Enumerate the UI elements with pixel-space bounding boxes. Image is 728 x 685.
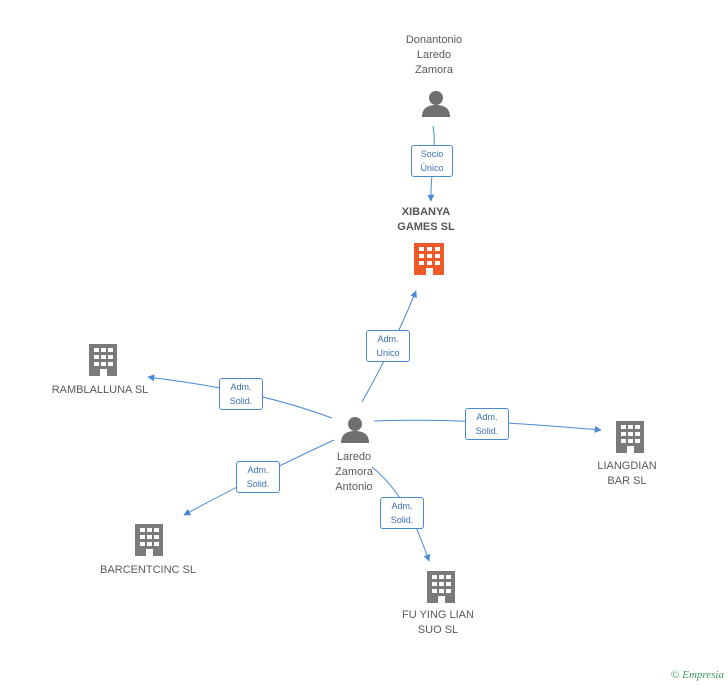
edge-label-adm-solid-ramblalluna: Adm. Solid. <box>219 378 263 410</box>
building-icon <box>135 524 163 556</box>
node-label-xibanya[interactable]: XIBANYA GAMES SL <box>397 206 455 233</box>
building-icon <box>414 243 444 275</box>
footer-brand[interactable]: ©Empresia <box>671 669 724 681</box>
edge-label-adm-unico: Adm. Unico <box>366 330 410 362</box>
edge-label-adm-solid-liangdian: Adm. Solid. <box>465 408 509 440</box>
edge-label-adm-solid-fuying: Adm. Solid. <box>380 497 424 529</box>
building-icon <box>616 421 644 453</box>
node-label-liangdian[interactable]: LIANGDIAN BAR SL <box>597 460 657 487</box>
node-label-laredo[interactable]: Laredo Zamora Antonio <box>335 451 373 493</box>
copyright-icon: © <box>670 669 680 681</box>
node-label-fuying[interactable]: FU YING LIAN SUO SL <box>402 609 474 636</box>
building-icon <box>427 571 455 603</box>
brand-name: Empresia <box>682 669 724 681</box>
person-icon <box>341 417 369 443</box>
edge-label-socio-unico: Socio Único <box>411 145 453 177</box>
node-label-ramblalluna[interactable]: RAMBLALLUNA SL <box>51 384 149 396</box>
node-label-barcentcinc[interactable]: BARCENTCINC SL <box>100 564 196 576</box>
person-icon <box>422 91 450 117</box>
node-label-donantonio[interactable]: Donantonio Laredo Zamora <box>405 34 463 76</box>
edge-label-adm-solid-barcentcinc: Adm. Solid. <box>236 461 280 493</box>
building-icon <box>89 344 117 376</box>
